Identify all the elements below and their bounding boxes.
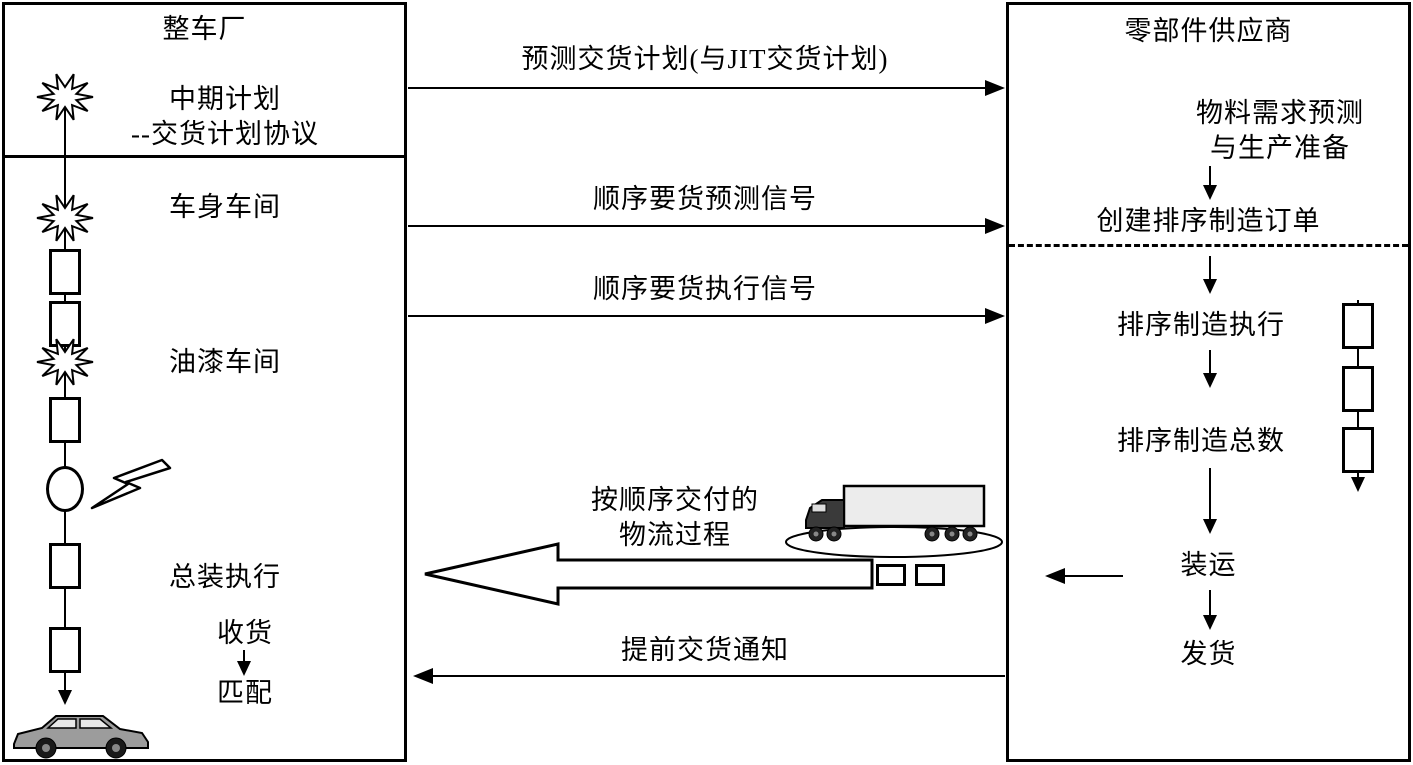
process-box (49, 249, 81, 295)
seq-exec-label: 排序制造执行 (1117, 310, 1285, 340)
logistics-line2: 物流过程 (619, 519, 731, 550)
package-box (915, 564, 945, 586)
forecast-plan-arrow (408, 80, 1005, 96)
supplier-flow-arrow (1203, 350, 1217, 388)
dispatch-label: 发货 (1180, 639, 1237, 669)
starburst-icon (36, 194, 94, 242)
left-panel-divider (2, 155, 407, 158)
shipping-label: 装运 (1180, 550, 1237, 580)
seq-total-label: 排序制造总数 (1117, 426, 1285, 456)
seq-forecast-signal-arrow (408, 218, 1005, 234)
forecast-plan-label: 预测交货计划(与JIT交货计划) (521, 44, 889, 74)
create-order-label: 创建排序制造订单 (1096, 206, 1321, 236)
process-box (49, 543, 81, 589)
receive-goods-label: 收货 (217, 618, 273, 648)
package-box (876, 564, 906, 586)
logistics-process-label: 按顺序交付的 物流过程 (535, 483, 815, 552)
material-forecast-line2: 与生产准备 (1210, 132, 1350, 163)
queue-box (1342, 427, 1374, 473)
left-chain-arrowhead (58, 690, 72, 705)
seq-exec-signal-label: 顺序要货执行信号 (593, 274, 817, 304)
starburst-icon (36, 338, 94, 386)
lightning-bolt-icon (90, 458, 172, 510)
process-box (49, 627, 81, 673)
supplier-flow-arrow (1203, 166, 1217, 200)
right-panel-title: 零部件供应商 (1124, 16, 1293, 46)
supplier-flow-arrow (1203, 468, 1217, 534)
process-box (49, 301, 81, 347)
paint-shop-label: 油漆车间 (169, 347, 281, 377)
midterm-plan-line1: 中期计划 (169, 84, 281, 114)
assembly-exec-label: 总装执行 (169, 562, 281, 592)
supplier-flow-arrow (1203, 256, 1217, 294)
logistics-line1: 按顺序交付的 (591, 485, 759, 515)
material-forecast-label: 物料需求预测 与生产准备 (1160, 96, 1400, 165)
body-shop-label: 车身车间 (169, 192, 281, 222)
process-box (49, 397, 81, 443)
left-panel-title: 整车厂 (162, 14, 247, 44)
supplier-queue-arrowhead (1351, 477, 1365, 492)
midterm-plan-line2: --交货计划协议 (131, 118, 319, 149)
vehicle-factory-panel (2, 2, 407, 762)
queue-box (1342, 303, 1374, 349)
material-forecast-line1: 物料需求预测 (1196, 98, 1364, 128)
receive-to-match-arrow (237, 650, 251, 676)
midterm-plan-label: 中期计划 --交货计划协议 (95, 82, 355, 151)
seq-exec-signal-arrow (408, 308, 1005, 324)
match-label: 匹配 (217, 678, 273, 708)
queue-box (1342, 366, 1374, 412)
supplier-panel (1006, 2, 1411, 762)
starburst-icon (36, 73, 94, 121)
left-chain-line (64, 98, 66, 692)
finished-car-icon (13, 715, 149, 759)
supplier-dashed-divider (1009, 244, 1408, 247)
advance-notice-arrow (413, 668, 1005, 684)
process-oval (46, 466, 84, 512)
shipping-out-arrow (1045, 568, 1123, 584)
seq-forecast-signal-label: 顺序要货预测信号 (593, 184, 817, 214)
logistics-block-arrow (424, 542, 874, 606)
advance-notice-label: 提前交货通知 (621, 635, 789, 665)
supplier-flow-arrow (1203, 590, 1217, 630)
delivery-truck-icon (785, 484, 1003, 558)
